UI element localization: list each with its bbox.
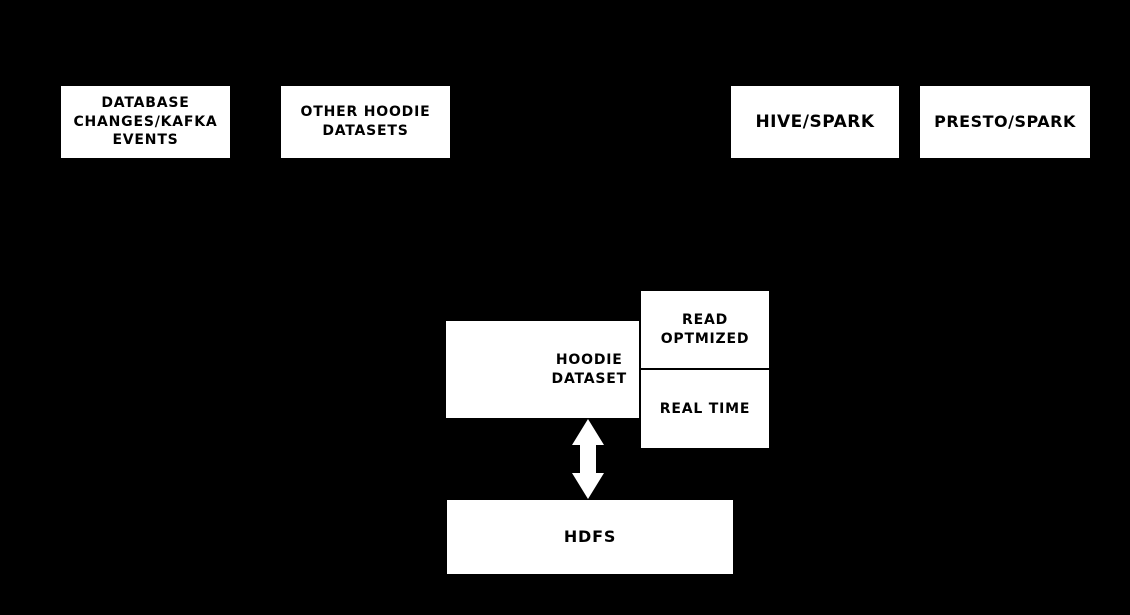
node-other-hoodie-datasets: OTHER HOODIE DATASETS <box>281 86 450 158</box>
node-hive-spark: HIVE/SPARK <box>731 86 899 158</box>
node-label: HIVE/SPARK <box>755 111 875 132</box>
node-label: PRESTO/SPARK <box>934 112 1076 132</box>
node-hoodie-dataset: HOODIE DATASET <box>446 321 639 418</box>
node-label: HOODIE DATASET <box>551 351 627 387</box>
node-label: OTHER HOODIE DATASETS <box>300 104 431 139</box>
node-label: REAL TIME <box>659 400 751 417</box>
node-read-optmized: READ OPTMIZED <box>641 291 769 368</box>
node-label: HDFS <box>563 527 617 547</box>
node-hdfs: HDFS <box>447 500 733 574</box>
double-arrow-icon <box>572 419 604 499</box>
node-real-time: REAL TIME <box>641 370 769 448</box>
node-label: READ OPTMIZED <box>660 311 750 347</box>
node-database-changes-kafka-events: DATABASE CHANGES/KAFKA EVENTS <box>61 86 230 158</box>
node-label: DATABASE CHANGES/KAFKA EVENTS <box>73 94 218 149</box>
node-presto-spark: PRESTO/SPARK <box>920 86 1090 158</box>
